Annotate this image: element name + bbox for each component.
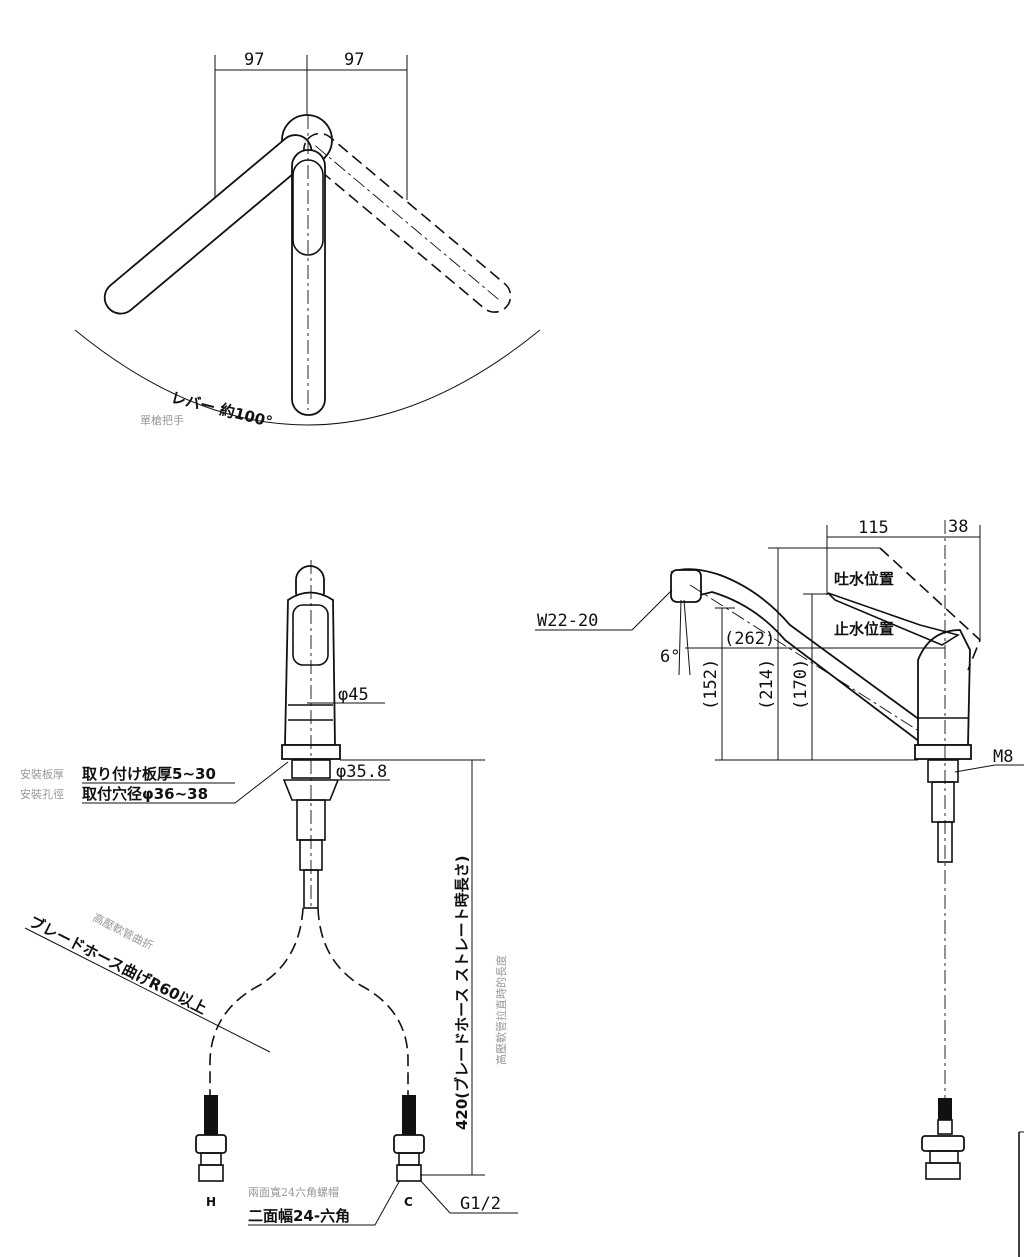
dim-214: (214) xyxy=(757,659,777,710)
dim-262: (262) xyxy=(724,629,775,649)
lever-left xyxy=(103,134,313,315)
lever-right xyxy=(303,132,512,313)
front-view: φ45 φ35.8 H C 安裝板厚 取り付け板厚5~30 安裝孔徑 取付穴径φ… xyxy=(20,560,518,1226)
hose-length-label: 420(ブレードホース ストレート時長さ) xyxy=(453,856,471,1131)
faucet-body-side xyxy=(917,629,971,746)
hole-dia-label: 取付穴径φ36~38 xyxy=(82,785,208,803)
lever-note-cn: 單槍把手 xyxy=(140,413,184,427)
open-position-label: 吐水位置 xyxy=(834,570,894,588)
handle-closed xyxy=(827,592,960,646)
lever-center xyxy=(291,149,326,416)
dim-152: (152) xyxy=(701,659,721,710)
dim-left-97: 97 xyxy=(244,50,264,70)
aerator xyxy=(670,569,702,603)
hex-nut-cn: 兩面寬24六角螺帽 xyxy=(248,1185,339,1199)
label-hot: H xyxy=(206,1195,216,1209)
hex-nut-label: 二面幅24-六角 xyxy=(248,1207,350,1225)
dia-shank-label: φ35.8 xyxy=(336,762,387,782)
closed-position-label: 止水位置 xyxy=(834,620,894,638)
dim-right-97: 97 xyxy=(344,50,364,70)
lever-range-arc xyxy=(74,329,541,426)
fitting-hot xyxy=(195,1095,227,1182)
angle-label: 6° xyxy=(660,647,680,667)
faucet-body-front xyxy=(284,591,336,746)
fitting-side xyxy=(921,1098,965,1180)
hose-hot xyxy=(209,907,304,1095)
top-view: 97 97 レバー 約100° 單槍把手 xyxy=(74,50,541,431)
table-edge xyxy=(1018,1131,1024,1257)
plate-thickness-label: 取り付け板厚5~30 xyxy=(82,765,216,783)
plate-thickness-cn: 安裝板厚 xyxy=(20,767,64,781)
label-cold: C xyxy=(404,1195,413,1209)
hose-length-cn: 高壓軟管拉直時的長度 xyxy=(494,955,508,1065)
bolt-label: M8 xyxy=(993,747,1013,767)
hole-dia-cn: 安裝孔徑 xyxy=(20,787,64,801)
spout-thread-label: W22-20 xyxy=(537,611,598,631)
side-view: 115 38 吐水位置 止水位置 (152) (214) (170) (262)… xyxy=(535,517,1024,1180)
thread-label: G1/2 xyxy=(460,1194,501,1214)
dim-38: 38 xyxy=(948,517,968,537)
dim-170: (170) xyxy=(791,659,811,710)
lever-angle-label: レバー 約100° xyxy=(169,388,274,431)
spout xyxy=(670,568,921,744)
dia-body-label: φ45 xyxy=(338,685,369,705)
hose-cold xyxy=(317,907,409,1095)
fitting-cold xyxy=(393,1095,425,1182)
dim-115: 115 xyxy=(858,518,889,538)
